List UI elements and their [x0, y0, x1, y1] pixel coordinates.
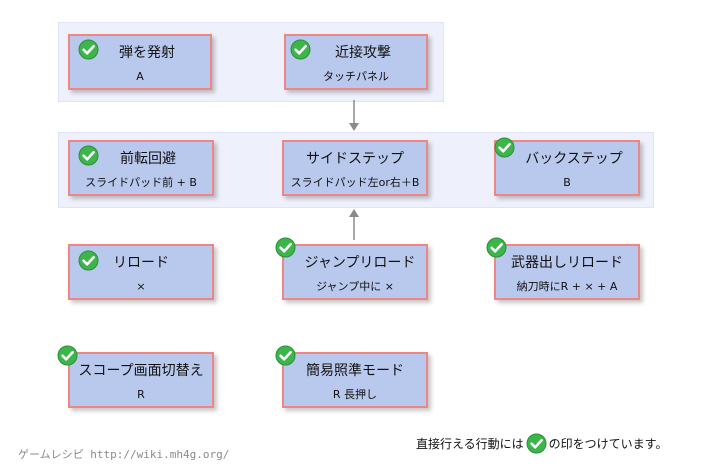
check-icon-fire [78, 39, 99, 60]
node-sidestep: サイドステップ スライドパッド左or右＋B [282, 140, 428, 196]
node-reload-title: リロード [113, 255, 169, 271]
check-icon-scope [57, 345, 78, 366]
check-icon-legend [526, 433, 547, 454]
check-icon-melee [290, 39, 311, 60]
node-backstep: バックステップ B [494, 140, 640, 196]
check-icon-aim-mode [275, 345, 296, 366]
node-aim-mode: 簡易照準モード R 長押し [282, 352, 428, 408]
legend-text-before: 直接行える行動には [416, 437, 524, 451]
node-reload-sub: × [136, 280, 146, 293]
node-sidestep-sub: スライドパッド左or右＋B [290, 176, 420, 189]
node-aim-mode-title: 簡易照準モード [306, 363, 404, 379]
node-scope-sub: R [137, 388, 145, 401]
check-icon-weapon-reload [486, 237, 507, 258]
check-icon-reload [78, 250, 99, 271]
legend-text-after: の印をつけています。 [548, 437, 668, 451]
check-icon-roll [78, 145, 99, 166]
source-credit: ゲームレシピ http://wiki.mh4g.org/ [18, 448, 230, 461]
node-aim-mode-sub: R 長押し [332, 388, 378, 401]
node-scope-title: スコープ画面切替え [78, 363, 204, 379]
node-jump-reload: ジャンプリロード ジャンプ中に × [282, 244, 428, 300]
node-weapon-reload: 武器出しリロード 納刀時にR + × + A [494, 244, 640, 300]
check-icon-jump-reload [275, 237, 296, 258]
node-melee: 近接攻撃 タッチパネル [284, 34, 428, 90]
node-roll-title: 前転回避 [120, 151, 176, 167]
node-weapon-reload-sub: 納刀時にR + × + A [516, 280, 618, 293]
node-scope: スコープ画面切替え R [68, 352, 214, 408]
node-backstep-title: バックステップ [525, 151, 623, 167]
node-fire-sub: A [136, 70, 144, 83]
node-backstep-sub: B [563, 176, 571, 189]
node-fire-title: 弾を発射 [119, 45, 175, 61]
node-melee-sub: タッチパネル [323, 70, 389, 83]
legend: 直接行える行動には の印をつけています。 [416, 433, 667, 454]
node-sidestep-title: サイドステップ [306, 151, 404, 167]
node-melee-title: 近接攻撃 [335, 45, 391, 61]
node-jump-reload-title: ジャンプリロード [304, 255, 416, 271]
node-jump-reload-sub: ジャンプ中に × [316, 280, 394, 293]
node-roll-sub: スライドパッド前 + B [85, 176, 197, 189]
node-weapon-reload-title: 武器出しリロード [511, 255, 623, 271]
check-icon-backstep [494, 137, 515, 158]
